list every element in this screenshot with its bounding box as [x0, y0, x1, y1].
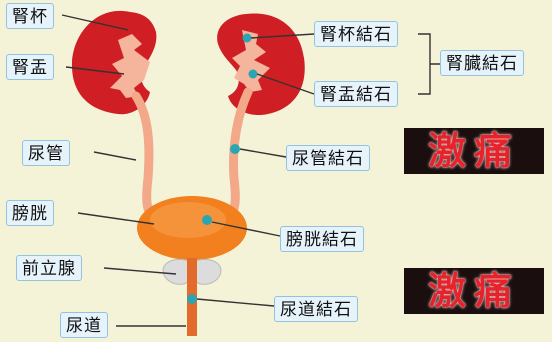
severe-pain-banner-lower: 激痛 — [404, 268, 544, 314]
bladder-stone-dot — [202, 215, 212, 225]
leader-prostate — [103, 267, 177, 275]
severe-pain-banner-upper: 激痛 — [404, 128, 544, 174]
label-urethra: 尿道 — [60, 312, 108, 338]
label-ureter-stone: 尿管結石 — [286, 145, 370, 171]
label-ureter: 尿管 — [22, 140, 70, 166]
left-renal-pelvis — [110, 34, 150, 98]
bladder-highlight — [150, 202, 226, 238]
pelvis-stone-dot — [248, 69, 258, 79]
label-bladder-stone: 膀胱結石 — [280, 226, 364, 252]
right-renal-pelvis — [232, 30, 270, 92]
urethra-stone-dot — [187, 294, 197, 304]
left-kidney — [71, 10, 157, 115]
leader-pelvis — [65, 66, 125, 75]
label-urethra-stone: 尿道結石 — [274, 296, 358, 322]
kidney-stone-bracket — [418, 33, 440, 95]
label-kidney-calyx: 腎杯 — [6, 3, 54, 29]
label-bladder: 膀胱 — [6, 200, 54, 226]
ureter-stone-dot — [230, 144, 240, 154]
leader-calyx-stone — [250, 33, 315, 39]
right-ureter — [227, 87, 253, 219]
leader-urethra-stone — [196, 298, 275, 307]
left-ureter — [131, 91, 155, 219]
leader-ureter — [93, 151, 137, 161]
label-renal-pelvis: 腎盂 — [6, 54, 54, 80]
label-kidney-stone: 腎臓結石 — [440, 50, 524, 76]
leader-pelvis-stone — [256, 73, 315, 95]
leader-bladder — [77, 212, 155, 225]
calyx-stone-dot — [242, 33, 252, 43]
label-calyx-stone: 腎杯結石 — [314, 21, 398, 47]
leader-calyx — [61, 14, 129, 31]
label-prostate: 前立腺 — [16, 255, 82, 281]
label-pelvis-stone: 腎盂結石 — [314, 81, 398, 107]
leader-ureter-stone — [239, 148, 287, 158]
leader-bladder-stone — [211, 221, 281, 237]
